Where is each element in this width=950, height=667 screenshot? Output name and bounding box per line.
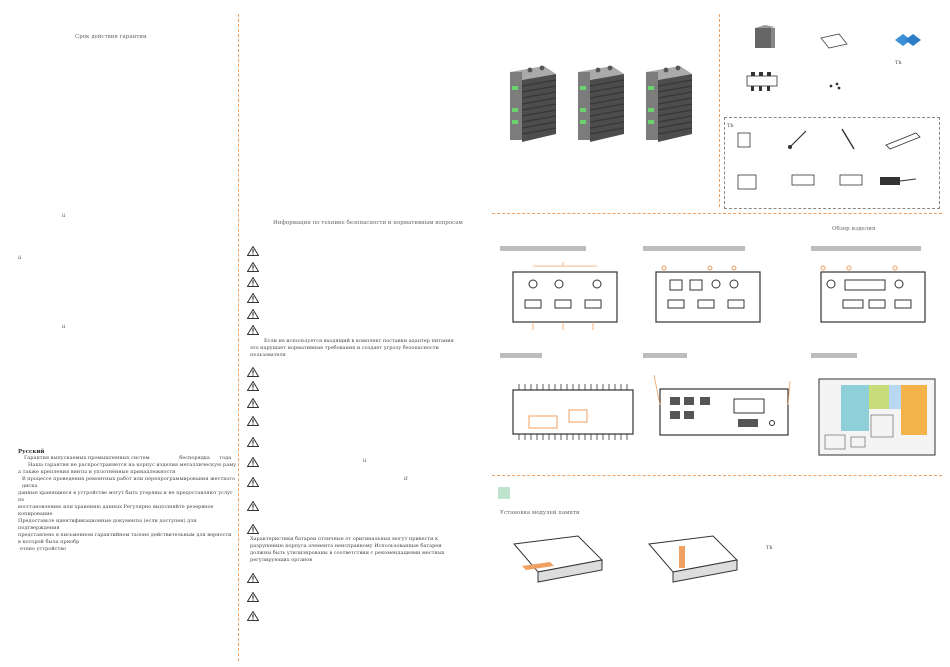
- front-panel-1: [512, 262, 618, 330]
- paragraph-line: представлено в письменном гарантийном та…: [18, 532, 232, 538]
- paragraph-line: года: [219, 455, 232, 461]
- warning-icon: [247, 376, 259, 391]
- column-divider-2: [719, 14, 720, 207]
- marker: ii: [62, 324, 66, 330]
- rear-panel-2: [653, 375, 791, 436]
- paragraph-line: это нарушает нормативные требования и со…: [250, 345, 439, 351]
- warning-icon: [247, 393, 259, 408]
- marker: ii: [18, 255, 22, 261]
- paragraph-line: етено устройство: [20, 546, 67, 552]
- column-divider-1: [238, 14, 239, 661]
- paragraph-line: Если не используется входящий в комплект…: [264, 338, 454, 344]
- warning-icon: [247, 496, 259, 511]
- paragraph-line: Наша гарантия не распространяется на кор…: [28, 462, 237, 468]
- install-note-label: Th: [766, 545, 773, 551]
- package-contents-illustration: [746, 25, 921, 91]
- paragraph-line: Характеристики батареи отличные от ориги…: [250, 536, 439, 542]
- paragraph-line: а также крепления винты и уплотнённые пр…: [18, 469, 176, 475]
- battery-paragraph: Характеристики батареи отличные от ориги…: [250, 536, 480, 564]
- front-panel-3: [820, 265, 926, 323]
- warning-icon: [247, 472, 259, 487]
- rear-panel-1: [512, 384, 634, 440]
- section-divider-2: [492, 475, 942, 476]
- optional-accessories-box: [724, 117, 940, 209]
- section-header-bar: [643, 353, 687, 358]
- internal-view: [818, 378, 936, 456]
- install-title: Установка модулей памяти: [500, 510, 580, 516]
- marker: ii: [62, 213, 66, 219]
- section-header-bar: [500, 246, 586, 251]
- marker: if: [404, 476, 408, 482]
- section-header-bar: [811, 246, 921, 251]
- warning-icon: [247, 411, 259, 426]
- paragraph-line: Гарантия выпускаемых промышленных систем: [24, 455, 150, 461]
- warning-icon: [247, 241, 259, 256]
- paragraph-line: должны быть утилизированы в соответствии…: [250, 550, 445, 556]
- warranty-title: Срок действия гарантии: [75, 34, 147, 40]
- paragraph-line: разрушению корпуса элемента неисправному…: [250, 543, 442, 549]
- warning-icon: [247, 304, 259, 319]
- paragraph-line: Предоставьте идентификационные документы…: [18, 518, 197, 531]
- paragraph-line: в которой была приобр: [18, 539, 80, 545]
- warning-icon: [247, 257, 259, 272]
- paragraph-line: данные хранящиеся в устройстве могут быт…: [18, 490, 233, 503]
- paragraph-line: В процессе проведения ремонтных работ ил…: [22, 476, 235, 489]
- warning-icon: [247, 288, 259, 303]
- warning-icon: [247, 432, 259, 447]
- adapter-paragraph: Если не используется входящий в комплект…: [250, 338, 480, 359]
- paragraph-line: регулирующих органов: [250, 557, 313, 563]
- language-heading: Русский: [18, 449, 45, 455]
- warning-icon: [247, 362, 259, 377]
- warning-icon: [247, 272, 259, 287]
- warranty-text-block: Русский Гарантия выпускаемых промышленны…: [18, 449, 238, 553]
- paragraph-line: пользователя: [250, 352, 286, 358]
- memory-install-step-1: [513, 535, 604, 583]
- paragraph-line: восстановлению или хранению данных Регул…: [18, 504, 214, 517]
- bag-label: Tb: [727, 123, 734, 129]
- warning-icon: [247, 587, 259, 602]
- memory-install-step-2: [648, 535, 739, 583]
- paragraph-line: беспорядка: [179, 455, 210, 461]
- section-header-bar: [500, 353, 542, 358]
- section-header-bar: [643, 246, 745, 251]
- warning-icon: [247, 606, 259, 621]
- safety-title: Информация по технике безопасности и нор…: [273, 220, 463, 226]
- product-devices-illustration: [509, 64, 693, 143]
- warning-icon: [247, 519, 259, 534]
- section-divider-1: [492, 213, 942, 214]
- section-header-bar: [811, 353, 857, 358]
- warning-icon: [247, 452, 259, 467]
- overview-title: Обзор изделия: [832, 226, 876, 232]
- warning-icon: [247, 568, 259, 583]
- front-panel-2: [655, 265, 761, 323]
- warning-icon: [247, 320, 259, 335]
- optional-accessories-illustration: [737, 128, 921, 190]
- marker: ii: [363, 458, 367, 464]
- install-step-marker: [498, 487, 510, 499]
- accessories-label: Th: [895, 60, 902, 66]
